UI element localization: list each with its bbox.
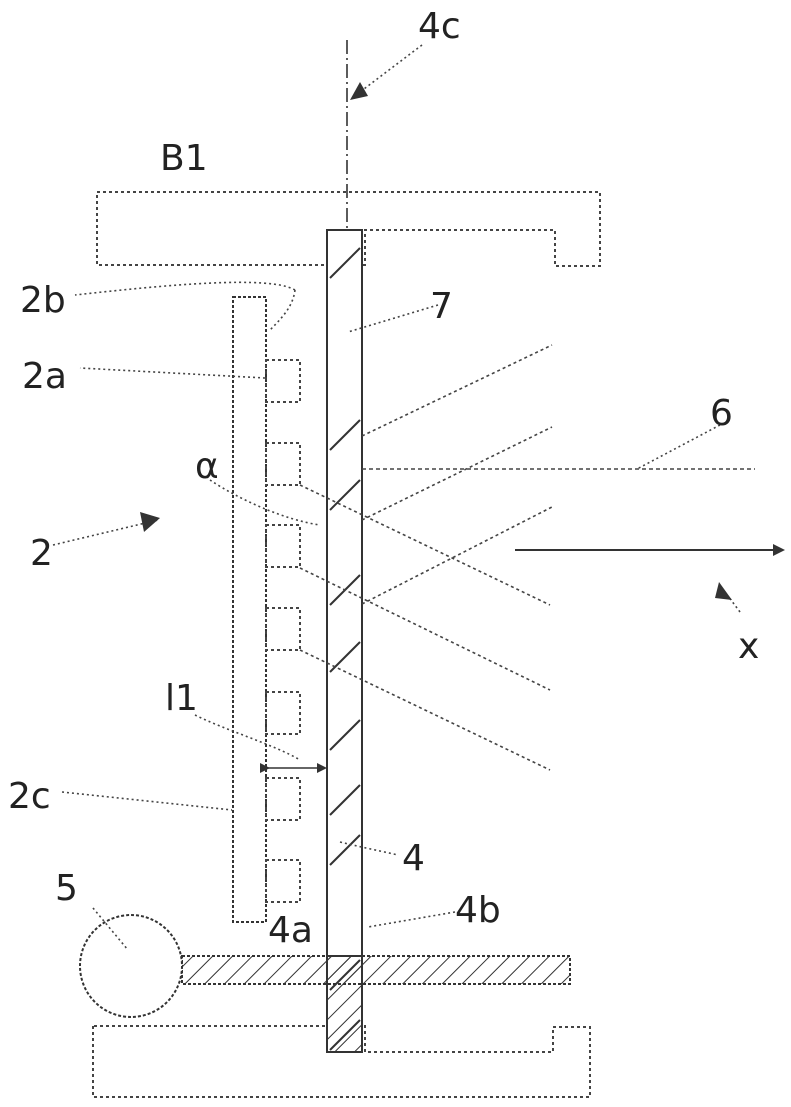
label-x: x — [738, 626, 759, 667]
plate-4-lower-section — [327, 956, 362, 1052]
label-2a: 2a — [22, 356, 67, 397]
label-6: 6 — [710, 393, 733, 434]
label-2: 2 — [30, 533, 53, 574]
carrier-bar-2c — [233, 297, 266, 922]
arrowhead-2 — [140, 512, 160, 532]
label-4c: 4c — [418, 6, 461, 47]
label-5: 5 — [55, 868, 78, 909]
light-sources-2a — [266, 360, 300, 902]
plate-4 — [327, 230, 362, 1052]
leader-lines — [53, 45, 740, 950]
label-7: 7 — [430, 286, 453, 327]
label-l1: l1 — [165, 678, 198, 719]
arrowhead-x-label — [715, 582, 732, 600]
arrowhead-4c — [350, 82, 368, 100]
label-b1: B1 — [160, 138, 208, 179]
rotary-drive-5 — [80, 915, 182, 1017]
base-rail — [182, 956, 570, 984]
label-4b: 4b — [455, 890, 501, 931]
label-2b: 2b — [20, 280, 66, 321]
label-2c: 2c — [8, 776, 51, 817]
label-alpha: α — [195, 446, 219, 487]
label-4: 4 — [402, 838, 425, 879]
label-4a: 4a — [268, 910, 313, 951]
